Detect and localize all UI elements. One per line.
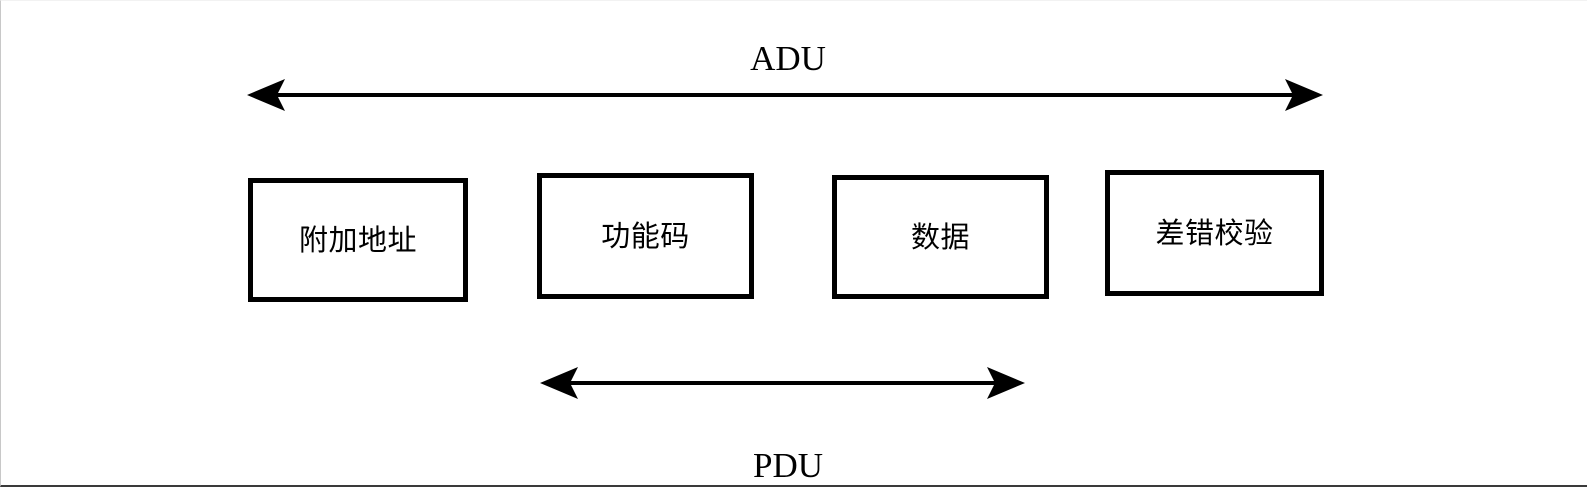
field-label-additional-address: 附加地址 [298,222,417,257]
field-box-data[interactable]: 数据 [832,175,1049,299]
field-box-function-code[interactable]: 功能码 [537,173,754,299]
pdu-span-arrow [540,367,1025,399]
field-box-error-check[interactable]: 差错校验 [1105,170,1324,296]
field-box-additional-address[interactable]: 附加地址 [248,178,468,302]
field-label-error-check: 差错校验 [1155,215,1274,250]
field-label-data: 数据 [910,219,970,254]
adu-span-arrow [247,79,1323,111]
pdu-span-label: PDU [752,446,824,485]
field-label-function-code: 功能码 [601,218,690,253]
adu-span-label: ADU [750,39,826,78]
